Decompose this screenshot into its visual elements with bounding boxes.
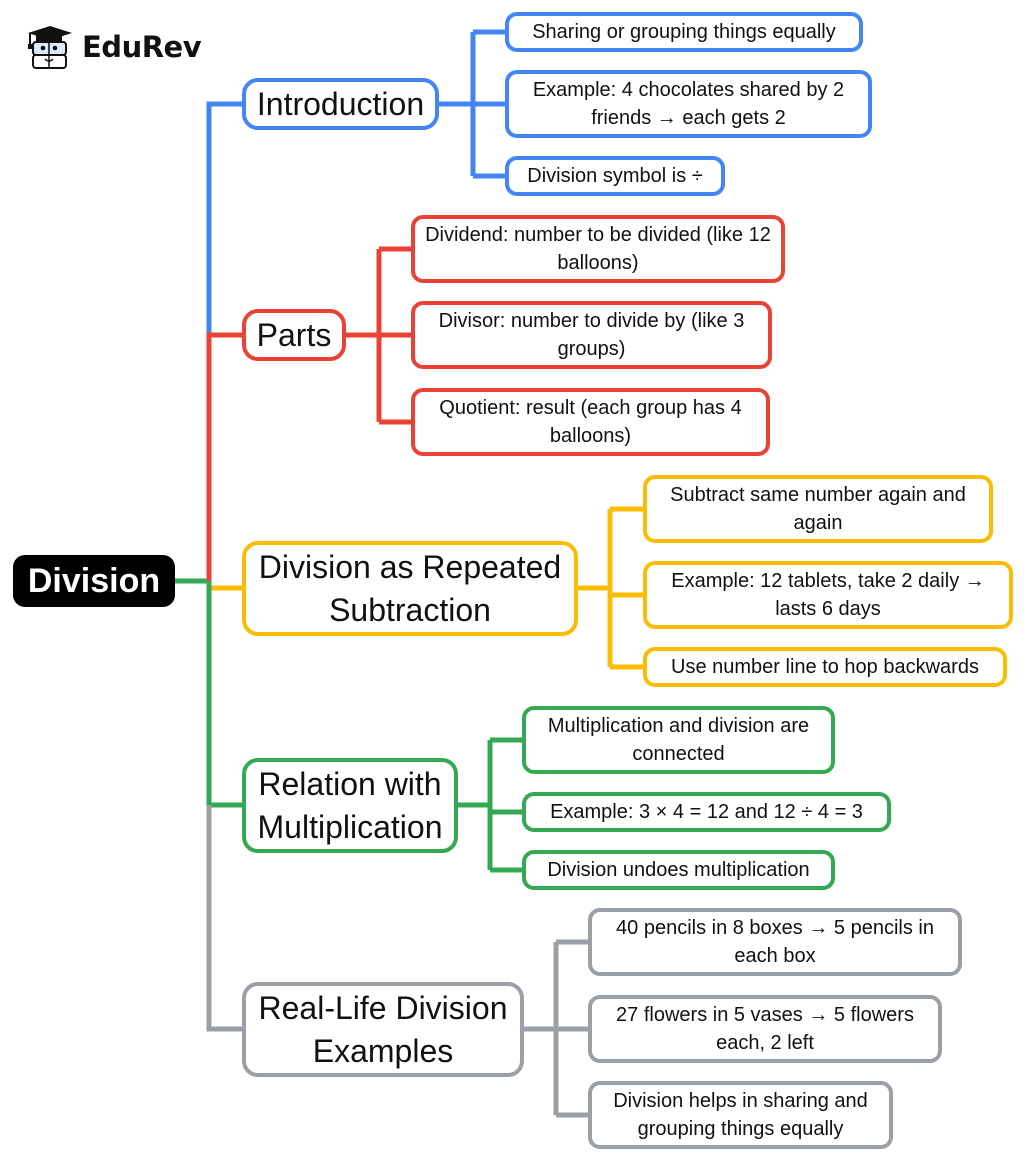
leaf-relation-2[interactable]: Example: 3 × 4 = 12 and 12 ÷ 4 = 3: [522, 792, 891, 832]
brand-logo[interactable]: EduRev: [24, 22, 202, 72]
leaf-repeated-subtraction-1[interactable]: Subtract same number again and again: [643, 475, 993, 543]
leaf-introduction-1[interactable]: Sharing or grouping things equally: [505, 12, 863, 52]
leaf-parts-1[interactable]: Dividend: number to be divided (like 12 …: [411, 215, 785, 283]
branch-relation-multiplication[interactable]: Relation with Multiplication: [242, 758, 458, 853]
branch-label: Parts: [256, 316, 332, 353]
leaf-label: Divisor: number to divide by (like 3 gro…: [438, 310, 745, 360]
brand-name: EduRev: [82, 30, 202, 64]
branch-label: Real-Life Division Examples: [258, 990, 508, 1069]
leaf-label: Example: 4 chocolates shared by 2 friend…: [532, 79, 845, 129]
leaf-real-life-3[interactable]: Division helps in sharing and grouping t…: [588, 1081, 893, 1149]
leaf-introduction-2[interactable]: Example: 4 chocolates shared by 2 friend…: [505, 70, 872, 138]
leaf-label: Division symbol is ÷: [527, 165, 703, 187]
leaf-introduction-3[interactable]: Division symbol is ÷: [505, 156, 725, 196]
branch-introduction[interactable]: Introduction: [242, 78, 439, 130]
branch-label: Introduction: [256, 85, 425, 122]
trunk-relation: [206, 581, 242, 808]
leaf-repeated-subtraction-3[interactable]: Use number line to hop backwards: [643, 647, 1007, 687]
trunk-parts: [206, 332, 242, 581]
branch-label: Relation with Multiplication: [257, 766, 443, 845]
leaf-label: Example: 3 × 4 = 12 and 12 ÷ 4 = 3: [550, 801, 863, 823]
branch-parts[interactable]: Parts: [242, 309, 346, 361]
leaf-real-life-2[interactable]: 27 flowers in 5 vases → 5 flowers each, …: [588, 995, 942, 1063]
leaf-label: Division undoes multiplication: [547, 859, 810, 881]
leaf-label: Subtract same number again and again: [670, 484, 966, 534]
leaf-label: Use number line to hop backwards: [671, 656, 979, 678]
leaf-real-life-1[interactable]: 40 pencils in 8 boxes → 5 pencils in eac…: [588, 908, 962, 976]
root-node[interactable]: Division: [13, 555, 175, 607]
leaf-label: Dividend: number to be divided (like 12 …: [425, 224, 771, 274]
trunk-real-life: [206, 805, 242, 1032]
root-label: Division: [27, 561, 161, 600]
branch-real-life-examples[interactable]: Real-Life Division Examples: [242, 982, 524, 1077]
trunk-introduction: [206, 101, 242, 335]
graduate-cap-book-mascot-icon: [28, 26, 72, 69]
branch-label: Division as Repeated Subtraction: [258, 549, 562, 628]
leaf-label: Multiplication and division are connecte…: [547, 715, 810, 765]
leaf-label: Example: 12 tablets, take 2 daily → last…: [671, 570, 985, 620]
leaf-label: 40 pencils in 8 boxes → 5 pencils in eac…: [616, 917, 934, 967]
leaf-label: 27 flowers in 5 vases → 5 flowers each, …: [616, 1004, 914, 1054]
leaf-label: Quotient: result (each group has 4 ballo…: [439, 397, 742, 447]
leaf-parts-3[interactable]: Quotient: result (each group has 4 ballo…: [411, 388, 770, 456]
leaf-relation-3[interactable]: Division undoes multiplication: [522, 850, 835, 890]
leaf-parts-2[interactable]: Divisor: number to divide by (like 3 gro…: [411, 301, 772, 369]
leaf-repeated-subtraction-2[interactable]: Example: 12 tablets, take 2 daily → last…: [643, 561, 1013, 629]
leaf-label: Sharing or grouping things equally: [532, 21, 836, 43]
leaf-relation-1[interactable]: Multiplication and division are connecte…: [522, 706, 835, 774]
branch-repeated-subtraction[interactable]: Division as Repeated Subtraction: [242, 541, 578, 636]
leaf-label: Division helps in sharing and grouping t…: [613, 1090, 868, 1140]
